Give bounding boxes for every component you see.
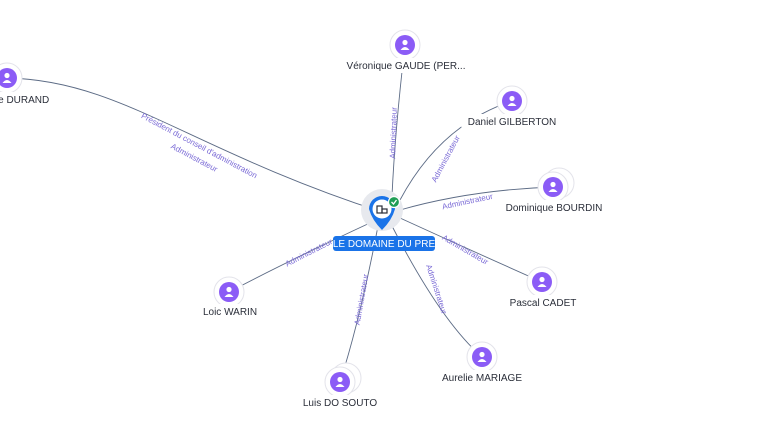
edge-label-warin-0: Administrateur: [284, 237, 334, 269]
person-node-souto[interactable]: Luis DO SOUTO: [297, 362, 383, 410]
person-name-gaude: Véronique GAUDE (PER...: [347, 61, 466, 72]
person-icon: [548, 181, 558, 192]
edge-warin: [228, 221, 373, 293]
person-name-souto: Luis DO SOUTO: [303, 398, 377, 409]
person-node-gilberton[interactable]: Daniel GILBERTON: [461, 85, 563, 129]
edge-cadet: [399, 217, 543, 283]
person-name-cadet: Pascal CADET: [510, 298, 577, 309]
edge-label-gaude-0: Administrateur: [388, 107, 399, 159]
name-label-bg: [196, 304, 264, 319]
person-name-gilberton: Daniel GILBERTON: [468, 117, 557, 128]
name-label-bg: [461, 114, 563, 129]
person-icon: [2, 72, 12, 83]
edge-labels-layer: Président du conseil d'administrationAdm…: [140, 107, 494, 326]
edge-label-gilberton-0: Administrateur: [430, 134, 462, 184]
person-node-warin[interactable]: Loic WARIN: [196, 276, 264, 319]
person-node-cadet[interactable]: Pascal CADET: [503, 266, 583, 310]
person-icon: [400, 39, 410, 50]
edge-bourdin: [399, 186, 554, 211]
edge-durand: [6, 77, 383, 213]
person-name-mariage: Aurelie MARIAGE: [442, 373, 522, 384]
person-icon: [477, 351, 487, 362]
nodes-layer: re DURAND Véronique GAUDE (PER... Daniel G…: [0, 29, 608, 410]
edge-label-souto-0: Administrateur: [353, 273, 371, 326]
person-icon: [224, 286, 234, 297]
person-name-durand: re DURAND: [0, 95, 49, 106]
edge-label-cadet-0: Administrateur: [441, 233, 490, 267]
person-icon: [507, 95, 517, 106]
name-label-bg: [335, 58, 477, 73]
company-node[interactable]: LE DOMAINE DU PRE: [333, 189, 436, 251]
person-node-mariage[interactable]: Aurelie MARIAGE: [434, 341, 530, 385]
edge-label-durand-0: Président du conseil d'administration: [140, 111, 259, 180]
edges-layer: [6, 44, 554, 383]
name-label-bg: [500, 200, 608, 215]
person-icon: [335, 376, 345, 387]
person-name-bourdin: Dominique BOURDIN: [506, 203, 603, 214]
person-node-gaude[interactable]: Véronique GAUDE (PER...: [335, 29, 477, 73]
company-name: LE DOMAINE DU PRE: [333, 239, 436, 250]
name-label-bg: [0, 92, 54, 107]
person-node-durand[interactable]: re DURAND: [0, 62, 54, 107]
person-name-warin: Loic WARIN: [203, 307, 257, 318]
edge-gilberton: [399, 100, 513, 201]
building-icon: [376, 205, 388, 214]
check-badge-icon: [387, 195, 401, 209]
name-label-bg: [503, 295, 583, 310]
edge-label-bourdin-0: Administrateur: [441, 192, 494, 212]
name-label-bg: [297, 395, 383, 410]
company-label-bg: [333, 236, 435, 251]
person-node-bourdin[interactable]: Dominique BOURDIN: [500, 167, 608, 215]
name-label-bg: [434, 370, 530, 385]
person-icon: [537, 276, 547, 287]
